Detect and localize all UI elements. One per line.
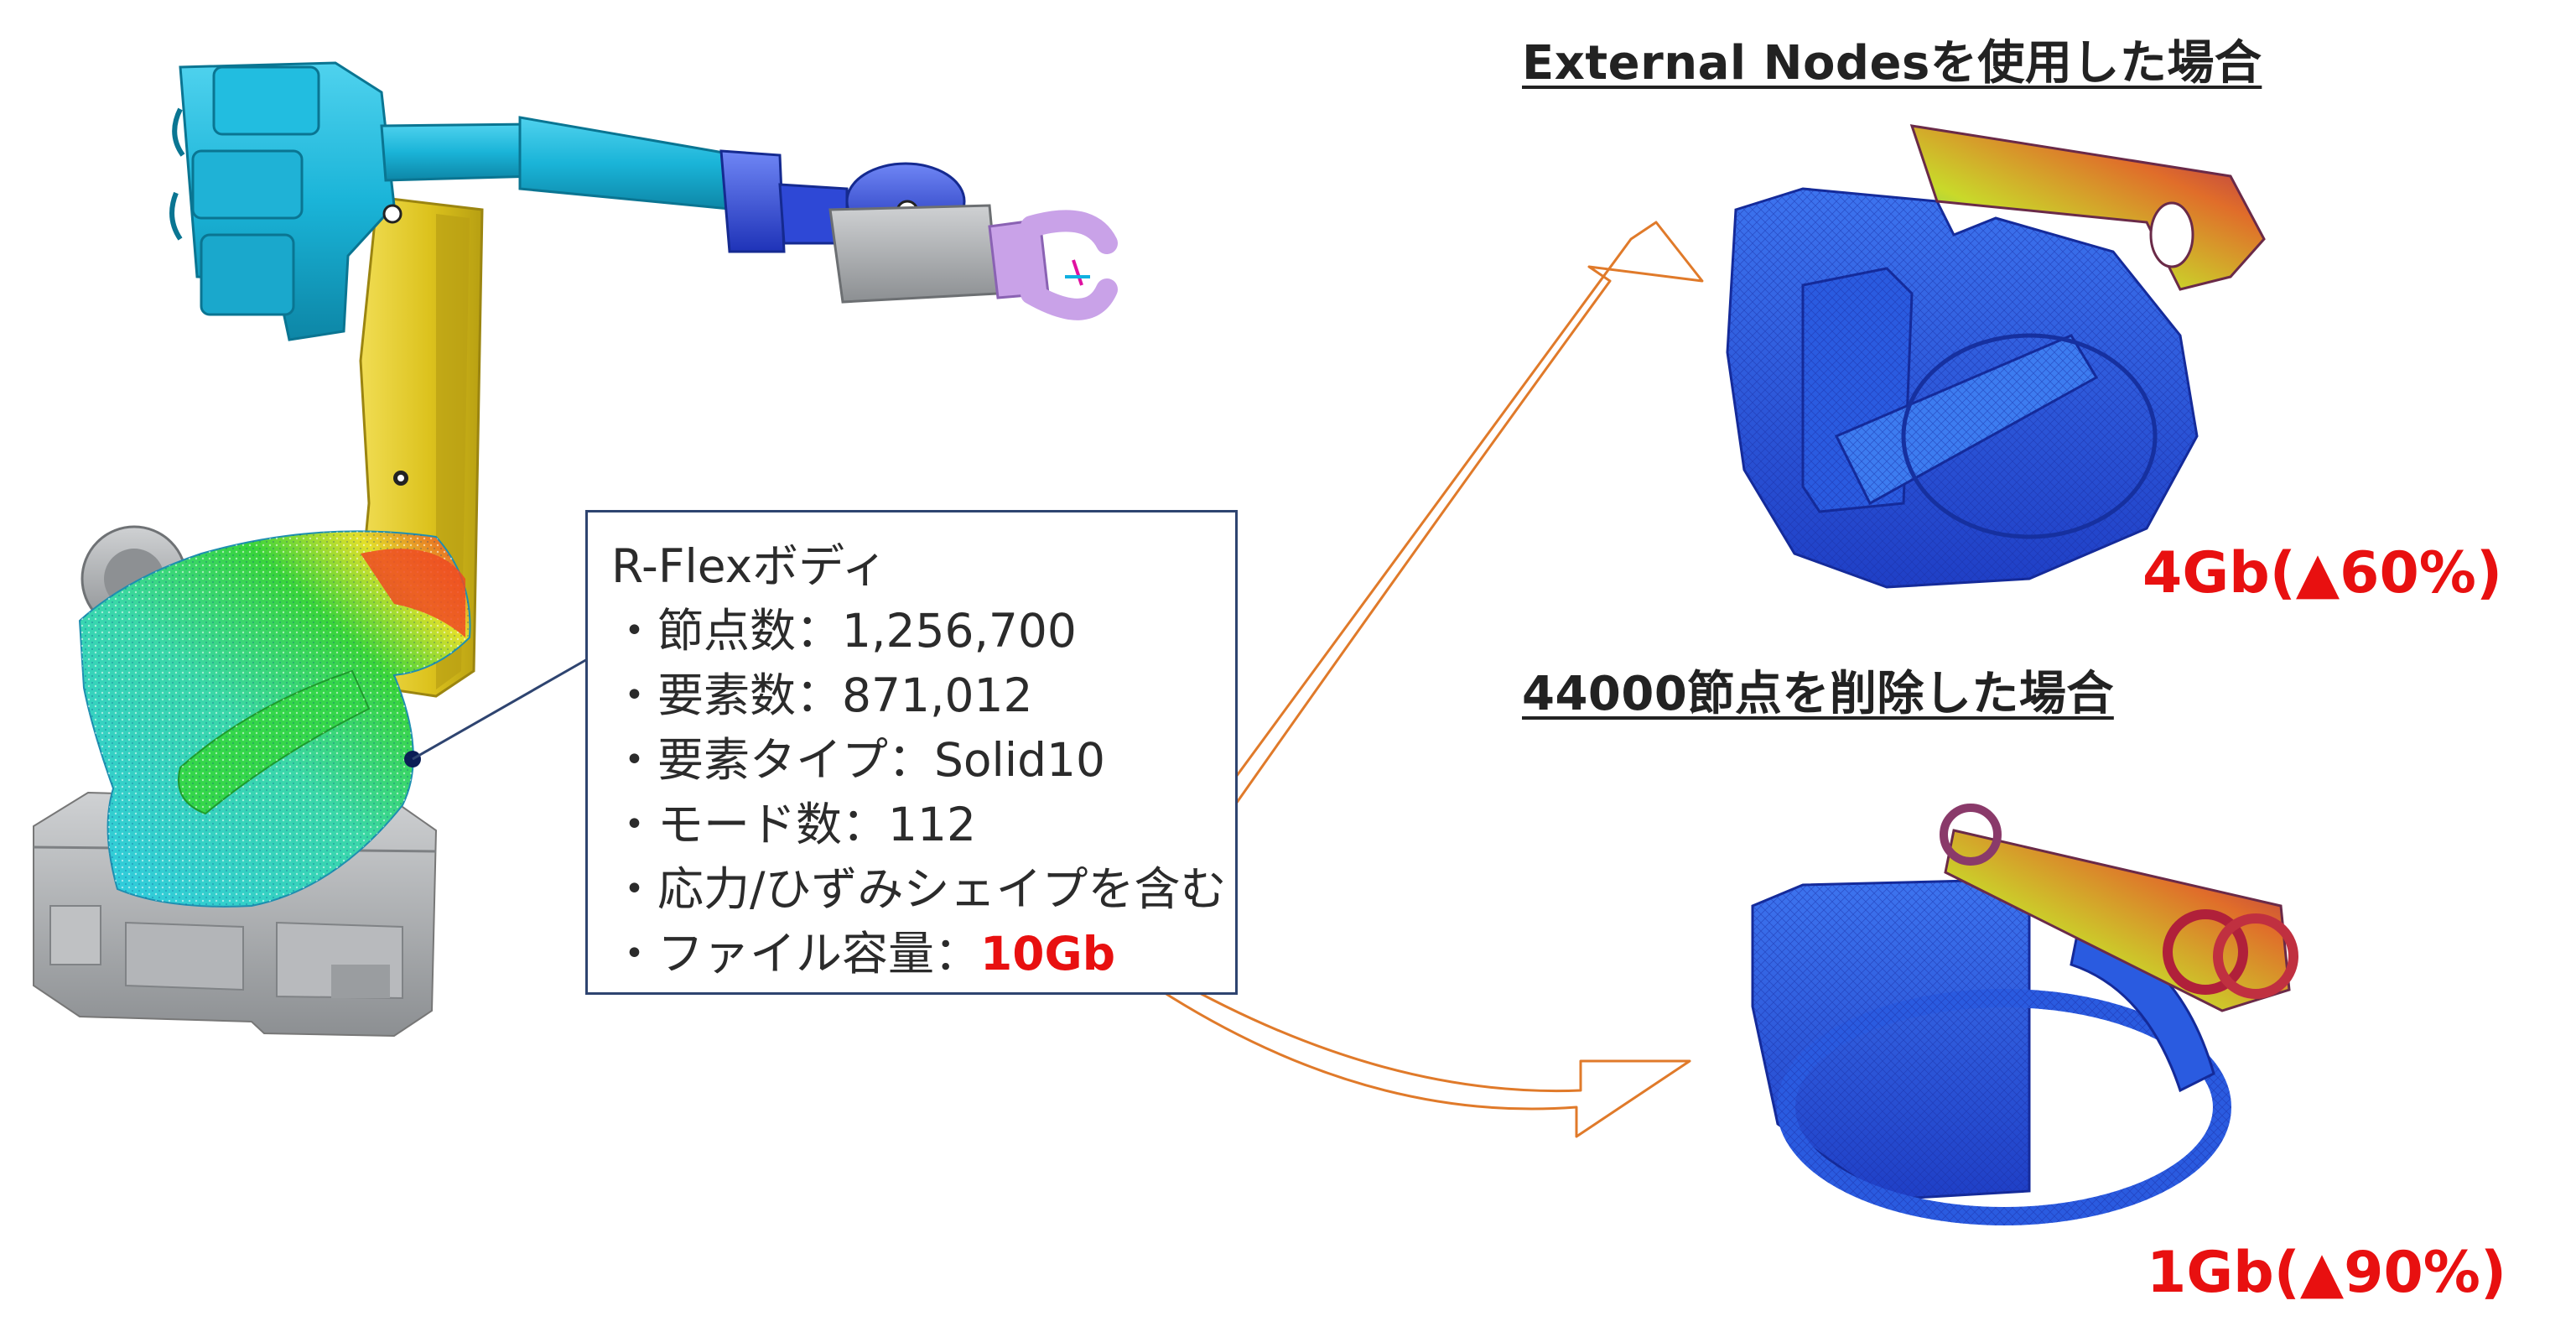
spec-file-size: ・ファイル容量：10Gb <box>611 922 1235 986</box>
robot-end-block <box>828 204 1000 304</box>
spec-file-size-value: 10Gb <box>980 927 1116 981</box>
arrow-to-delete <box>1139 963 1691 1138</box>
rflex-waist-body <box>78 530 471 908</box>
result-external-nodes: 4Gb(▲60%) <box>2142 540 2503 606</box>
heading-external-nodes: External Nodesを使用した場合 <box>1522 36 2262 91</box>
robot-illustration <box>33 61 1118 1038</box>
spec-title: R-Flexボディ <box>611 539 888 593</box>
spec-stress-shapes: ・応力/ひずみシェイプを含む <box>611 862 1227 916</box>
spec-mode-count: ・モード数：112 <box>611 798 976 851</box>
arrow-to-external <box>1176 221 1704 870</box>
robot-upper-arm <box>169 61 740 341</box>
callout-leader-line <box>412 657 589 761</box>
result-node-deletion: 1Gb(▲90%) <box>2147 1240 2507 1306</box>
heading-node-deletion: 44000節点を削除した場合 <box>1522 667 2114 721</box>
robot-gripper <box>988 210 1118 320</box>
mesh-model-external <box>1726 124 2266 589</box>
spec-node-count: ・節点数：1,256,700 <box>611 604 1077 658</box>
spec-element-count: ・要素数：871,012 <box>611 668 1033 722</box>
spec-element-type: ・要素タイプ：Solid10 <box>611 733 1106 787</box>
mesh-model-deleted <box>1751 804 2298 1225</box>
rflex-spec-box: R-Flexボディ ・節点数：1,256,700 ・要素数：871,012 ・要… <box>585 510 1238 995</box>
spec-file-size-label: ・ファイル容量： <box>611 927 981 981</box>
